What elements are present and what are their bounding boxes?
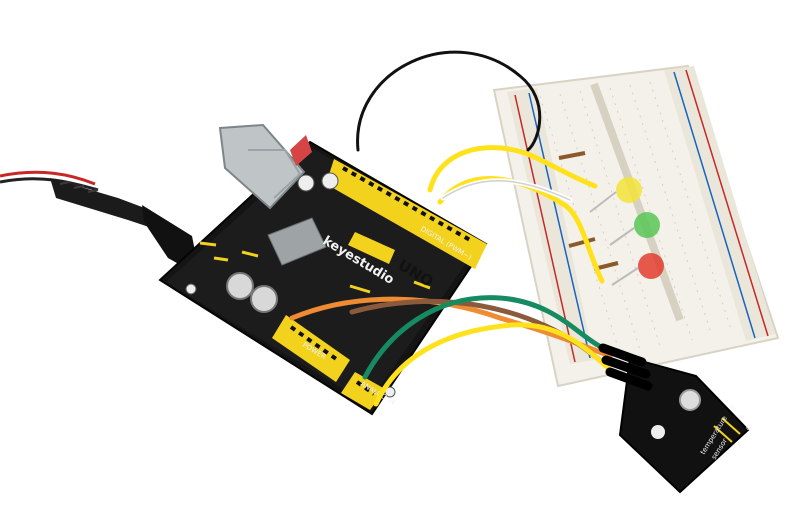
capacitor-icon — [250, 285, 278, 313]
crystal-icon — [267, 217, 327, 266]
reset-button-icon — [290, 135, 312, 166]
usb-port-icon — [218, 123, 306, 210]
analog-header — [341, 372, 385, 410]
yellow-led-icon — [616, 177, 642, 203]
power-header — [272, 315, 350, 382]
led-group — [558, 151, 664, 286]
red-led-icon — [638, 253, 664, 279]
module-pin-s: S — [730, 404, 735, 412]
capacitor-icon — [226, 272, 254, 300]
temperature-sensor-module: temperature sensor S V G — [618, 356, 751, 494]
module-pin-g: G — [746, 424, 751, 432]
power-cable — [0, 170, 200, 276]
green-led-icon — [634, 212, 660, 238]
digital-header — [326, 159, 487, 269]
arduino-board: keyestudio UNO DIGITAL (PWM~) POWER ANAL… — [158, 123, 488, 416]
module-pin-v: V — [738, 414, 743, 422]
jumper-wires — [289, 50, 653, 407]
